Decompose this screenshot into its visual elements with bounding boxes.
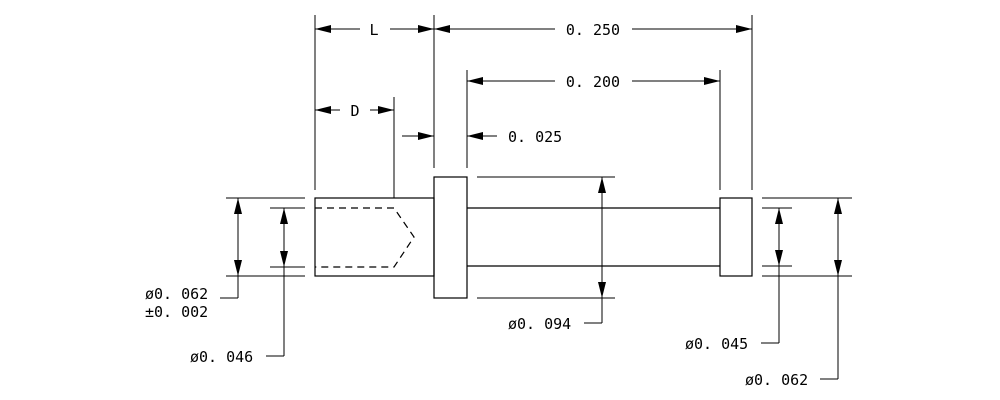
part-outline: [314, 176, 753, 299]
dim-tail-length: 0. 200: [467, 73, 720, 91]
dim-shaft-diameter: ø0. 045: [685, 208, 783, 353]
dim-head-diameter-label: ø0. 062: [145, 285, 208, 303]
dim-L: L: [315, 21, 434, 39]
dim-flange-thickness: 0. 025: [402, 128, 562, 146]
dim-head-diameter: ø0. 062 ±0. 002: [145, 198, 242, 321]
head-cylinder: [314, 197, 435, 277]
dim-D: D: [315, 102, 394, 120]
dim-flange-diameter: ø0. 094: [508, 177, 606, 333]
dim-hole-diameter: ø0. 046: [190, 208, 288, 366]
dim-head-diameter-tolerance: ±0. 002: [145, 303, 208, 321]
extension-lines: [226, 15, 852, 299]
dim-flange-diameter-label: ø0. 094: [508, 315, 571, 333]
dim-tail-diameter-label: ø0. 062: [745, 371, 808, 389]
flange: [433, 176, 468, 299]
dim-overall-length: 0. 250: [434, 21, 752, 39]
dim-tail-diameter: ø0. 062: [745, 198, 842, 389]
dim-D-label: D: [350, 102, 359, 120]
dim-tail-length-label: 0. 200: [566, 73, 620, 91]
dim-flange-thickness-label: 0. 025: [508, 128, 562, 146]
dim-hole-diameter-label: ø0. 046: [190, 348, 253, 366]
dim-L-label: L: [369, 21, 378, 39]
dim-overall-length-label: 0. 250: [566, 21, 620, 39]
dim-shaft-diameter-label: ø0. 045: [685, 335, 748, 353]
tail-collar: [719, 197, 753, 277]
blind-hole-hidden: [315, 207, 415, 268]
